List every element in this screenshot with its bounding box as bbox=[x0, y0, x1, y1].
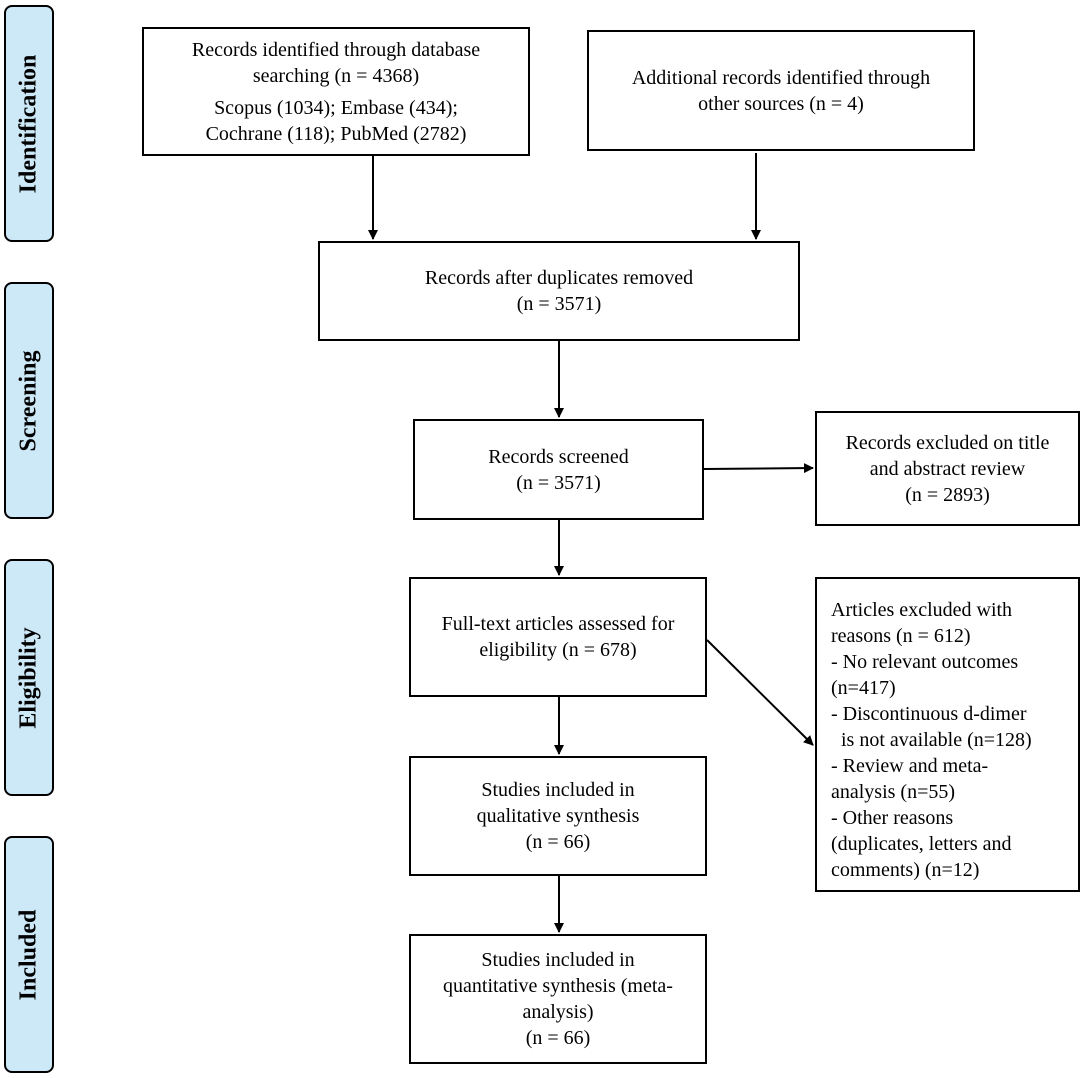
box-text: is not available (n=128) bbox=[831, 729, 1032, 751]
additional-records-box: Additional records identified through ot… bbox=[587, 30, 975, 151]
box-text: Records after duplicates removed bbox=[424, 267, 694, 289]
excluded-reasons-box: Articles excluded with reasons (n = 612)… bbox=[815, 577, 1080, 892]
box-text: Scopus (1034); Embase (434); bbox=[214, 96, 458, 119]
box-text: Full-text articles assessed for bbox=[441, 613, 675, 635]
box-text: - No relevant outcomes bbox=[831, 651, 1019, 673]
stage-eligibility: Eligibility bbox=[4, 559, 54, 796]
box-text: Records screened bbox=[488, 445, 629, 468]
box-text: analysis (n=55) bbox=[831, 781, 956, 803]
box-text: Articles excluded with bbox=[831, 599, 1013, 621]
full-text-box: Full-text articles assessed for eligibil… bbox=[409, 577, 707, 697]
box-text: - Review and meta- bbox=[831, 755, 989, 777]
stage-identification: Identification bbox=[4, 5, 54, 242]
box-text: Studies included in bbox=[481, 779, 635, 801]
box-text: Records excluded on title bbox=[845, 431, 1050, 454]
box-text: (duplicates, letters and bbox=[831, 833, 1012, 855]
box-text: and abstract review bbox=[869, 457, 1026, 480]
box-text: Studies included in bbox=[481, 949, 635, 971]
box-text: Cochrane (118); PubMed (2782) bbox=[205, 122, 467, 145]
box-text: Additional records identified through bbox=[631, 66, 931, 89]
quantitative-box: Studies included in quantitative synthes… bbox=[409, 934, 707, 1064]
box-text: - Other reasons bbox=[831, 807, 954, 829]
box-text: (n=417) bbox=[831, 677, 896, 699]
arrow-screened-to-excluded bbox=[703, 463, 814, 474]
excluded-title-box: Records excluded on title and abstract r… bbox=[815, 411, 1080, 526]
qualitative-box: Studies included in qualitative synthesi… bbox=[409, 756, 707, 876]
screened-box: Records screened (n = 3571) bbox=[413, 419, 704, 520]
box-text: (n = 66) bbox=[525, 831, 591, 853]
box-text: reasons (n = 612) bbox=[831, 625, 971, 647]
after-duplicates-box: Records after duplicates removed (n = 35… bbox=[318, 241, 800, 341]
box-text: qualitative synthesis bbox=[476, 805, 640, 827]
box-text: (n = 3571) bbox=[516, 471, 601, 494]
stage-screening: Screening bbox=[4, 282, 54, 519]
box-text: (n = 2893) bbox=[905, 483, 990, 506]
box-text: searching (n = 4368) bbox=[252, 64, 420, 87]
box-text: quantitative synthesis (meta- bbox=[443, 975, 673, 997]
arrow-fulltext-to-excluded bbox=[706, 639, 814, 746]
box-text: other sources (n = 4) bbox=[698, 92, 864, 115]
stage-included: Included bbox=[4, 836, 54, 1073]
box-text: (n = 66) bbox=[525, 1027, 591, 1049]
database-records-box: Records identified through database sear… bbox=[142, 27, 530, 156]
box-text: eligibility (n = 678) bbox=[479, 639, 637, 661]
box-text: - Discontinuous d-dimer bbox=[831, 703, 1027, 725]
box-text: Records identified through database bbox=[191, 38, 481, 61]
box-text: (n = 3571) bbox=[516, 293, 602, 315]
box-text: analysis) bbox=[522, 1001, 594, 1023]
box-text: comments) (n=12) bbox=[831, 859, 980, 881]
